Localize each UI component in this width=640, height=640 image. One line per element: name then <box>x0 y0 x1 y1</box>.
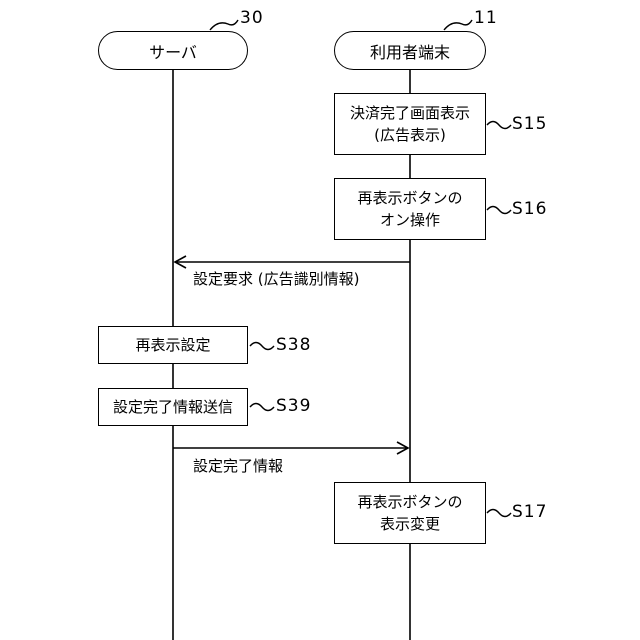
s17-leader <box>487 510 511 517</box>
step-s17-ref: S17 <box>512 502 547 522</box>
step-s15-box: 決済完了画面表示 (広告表示) <box>334 93 486 155</box>
step-s39-line1: 設定完了情報送信 <box>113 396 233 418</box>
request-message-label: 設定要求 (広告識別情報) <box>193 268 359 289</box>
step-s15-ref: S15 <box>512 114 547 134</box>
ref-11-leader <box>444 20 472 30</box>
server-actor-label: サーバ <box>149 39 197 63</box>
step-s38-line1: 再表示設定 <box>135 334 210 356</box>
step-s16-line2: オン操作 <box>380 209 440 231</box>
step-s15-line2: (広告表示) <box>374 124 446 146</box>
s16-leader <box>487 207 511 214</box>
complete-message-label: 設定完了情報 <box>193 455 283 476</box>
server-actor: サーバ <box>98 31 248 70</box>
terminal-ref: 11 <box>474 8 498 28</box>
step-s39-ref: S39 <box>276 396 311 416</box>
step-s38-box: 再表示設定 <box>98 326 248 364</box>
s39-leader <box>250 404 274 411</box>
step-s16-box: 再表示ボタンの オン操作 <box>334 178 486 240</box>
step-s39-box: 設定完了情報送信 <box>98 388 248 426</box>
step-s17-box: 再表示ボタンの 表示変更 <box>334 482 486 544</box>
step-s16-line1: 再表示ボタンの <box>357 187 462 209</box>
step-s15-line1: 決済完了画面表示 <box>350 102 470 124</box>
terminal-actor-label: 利用者端末 <box>370 39 450 63</box>
step-s17-line1: 再表示ボタンの <box>357 491 462 513</box>
server-ref: 30 <box>240 8 264 28</box>
ref-30-leader <box>210 20 238 30</box>
step-s16-ref: S16 <box>512 199 547 219</box>
step-s38-ref: S38 <box>276 335 311 355</box>
step-s17-line2: 表示変更 <box>380 513 440 535</box>
terminal-actor: 利用者端末 <box>334 31 486 70</box>
s38-leader <box>250 343 274 350</box>
s15-leader <box>487 122 511 129</box>
